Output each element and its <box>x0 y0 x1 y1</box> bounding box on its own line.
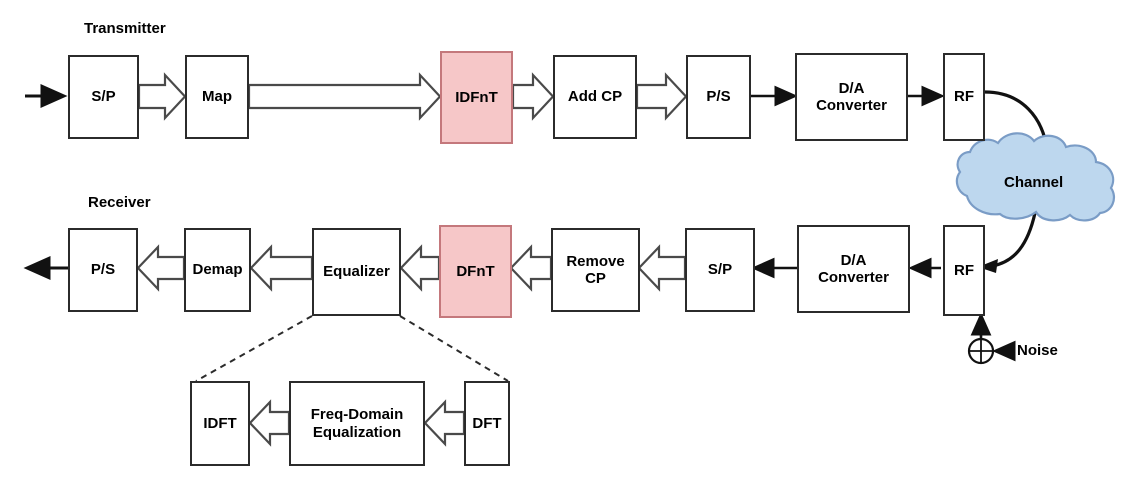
tx-block-rf[interactable]: RF <box>943 53 985 141</box>
rx-block-dfnt[interactable]: DFnT <box>439 225 512 318</box>
arrow-demap-to-ps <box>136 244 186 292</box>
noise-label: Noise <box>1017 342 1058 359</box>
rx-block-equalizer[interactable]: Equalizer <box>312 228 401 316</box>
arrow-removecp-to-dfnt <box>509 244 553 292</box>
arrow-idfnt-to-addcp <box>511 72 555 121</box>
detail-block-dft[interactable]: DFT <box>464 381 510 466</box>
receiver-title: Receiver <box>88 194 151 211</box>
noise-connector <box>967 312 1016 365</box>
tx-block-ps[interactable]: P/S <box>686 55 751 139</box>
tx-block-idfnt[interactable]: IDFnT <box>440 51 513 144</box>
arrow-fde-to-idft <box>248 399 291 447</box>
rx-block-rf[interactable]: RF <box>943 225 985 316</box>
arrow-dft-to-fde <box>423 399 466 447</box>
arrow-dfnt-to-equalizer <box>399 244 441 292</box>
rx-block-da-converter[interactable]: D/A Converter <box>797 225 910 313</box>
rx-block-remove-cp[interactable]: Remove CP <box>551 228 640 312</box>
tx-block-da-converter[interactable]: D/A Converter <box>795 53 908 141</box>
arrow-channel-to-rx-rf <box>978 212 1037 273</box>
arrow-sp-to-map <box>137 72 187 121</box>
tx-block-map[interactable]: Map <box>185 55 249 139</box>
channel-label: Channel <box>1004 174 1064 191</box>
arrow-equalizer-to-demap <box>249 244 314 292</box>
arrow-rf-to-channel <box>984 90 1054 163</box>
rx-block-demap[interactable]: Demap <box>184 228 251 312</box>
tx-block-sp[interactable]: S/P <box>68 55 139 139</box>
detail-block-idft[interactable]: IDFT <box>190 381 250 466</box>
detail-block-freq-domain-equalization[interactable]: Freq-Domain Equalization <box>289 381 425 466</box>
arrow-addcp-to-ps <box>635 72 688 121</box>
tx-block-add-cp[interactable]: Add CP <box>553 55 637 139</box>
arrow-rx-sp-to-removecp <box>637 244 687 292</box>
detail-leader-lines <box>195 315 509 382</box>
rx-block-ps[interactable]: P/S <box>68 228 138 312</box>
rx-block-sp[interactable]: S/P <box>685 228 755 312</box>
transmitter-title: Transmitter <box>84 20 166 37</box>
arrow-map-to-idfnt <box>247 72 442 121</box>
